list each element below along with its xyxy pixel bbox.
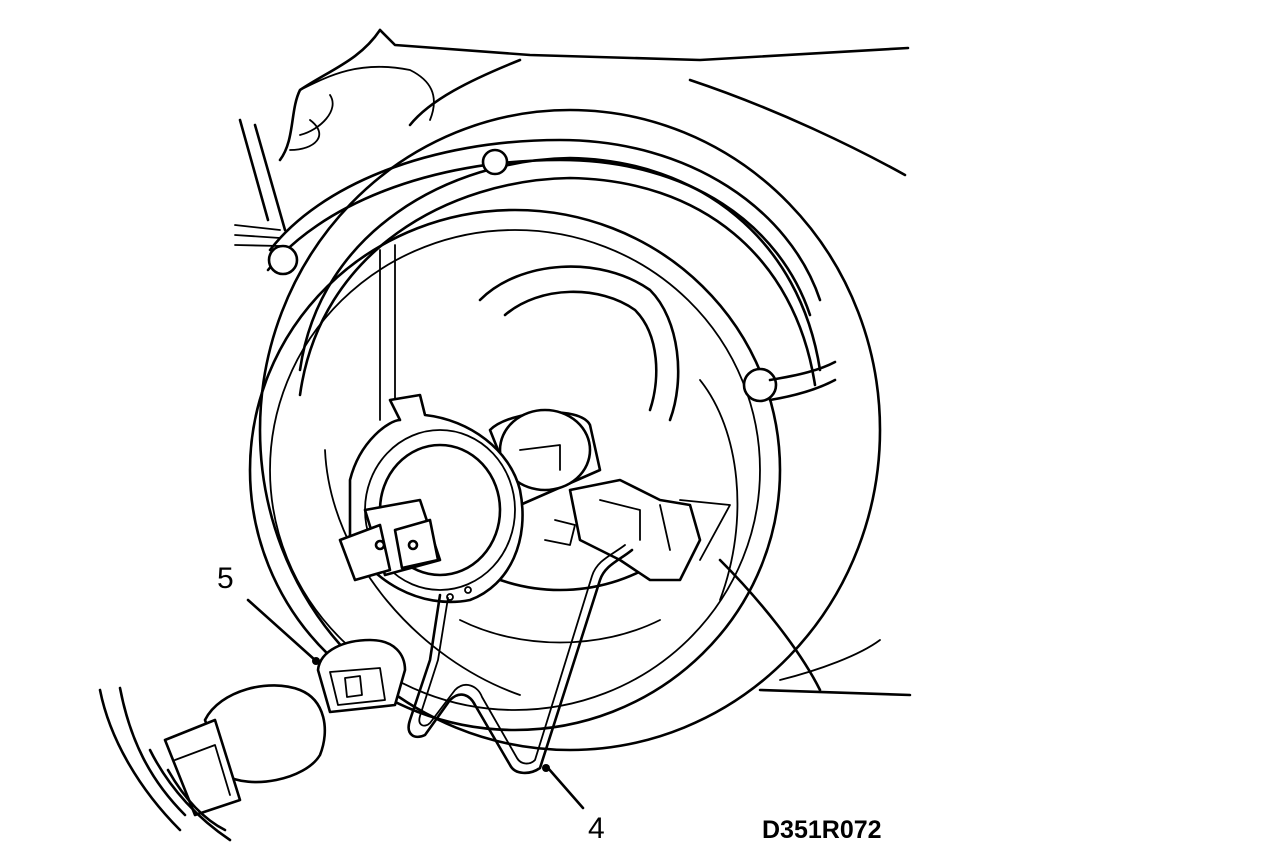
parking-light-socket-with-wires: [98, 684, 327, 842]
callout-label-5: 5: [217, 562, 234, 595]
bulb-retaining-spring-clip: [407, 544, 634, 775]
leader-lines: [246, 598, 585, 810]
parking-light-bulb: [316, 638, 407, 714]
leader-line-5: [246, 598, 317, 662]
headlamp-housing-outline: [234, 28, 912, 697]
callout-label-4: 4: [588, 812, 605, 845]
drawing-reference-code: D351R072: [762, 816, 882, 844]
leader-dot-5: [312, 657, 320, 665]
headlamp-bulb: [338, 393, 602, 604]
reflector-housing: [248, 108, 882, 752]
bulb-connector: [544, 478, 731, 582]
leader-dot-4: [542, 764, 550, 772]
leader-line-4: [546, 766, 585, 810]
